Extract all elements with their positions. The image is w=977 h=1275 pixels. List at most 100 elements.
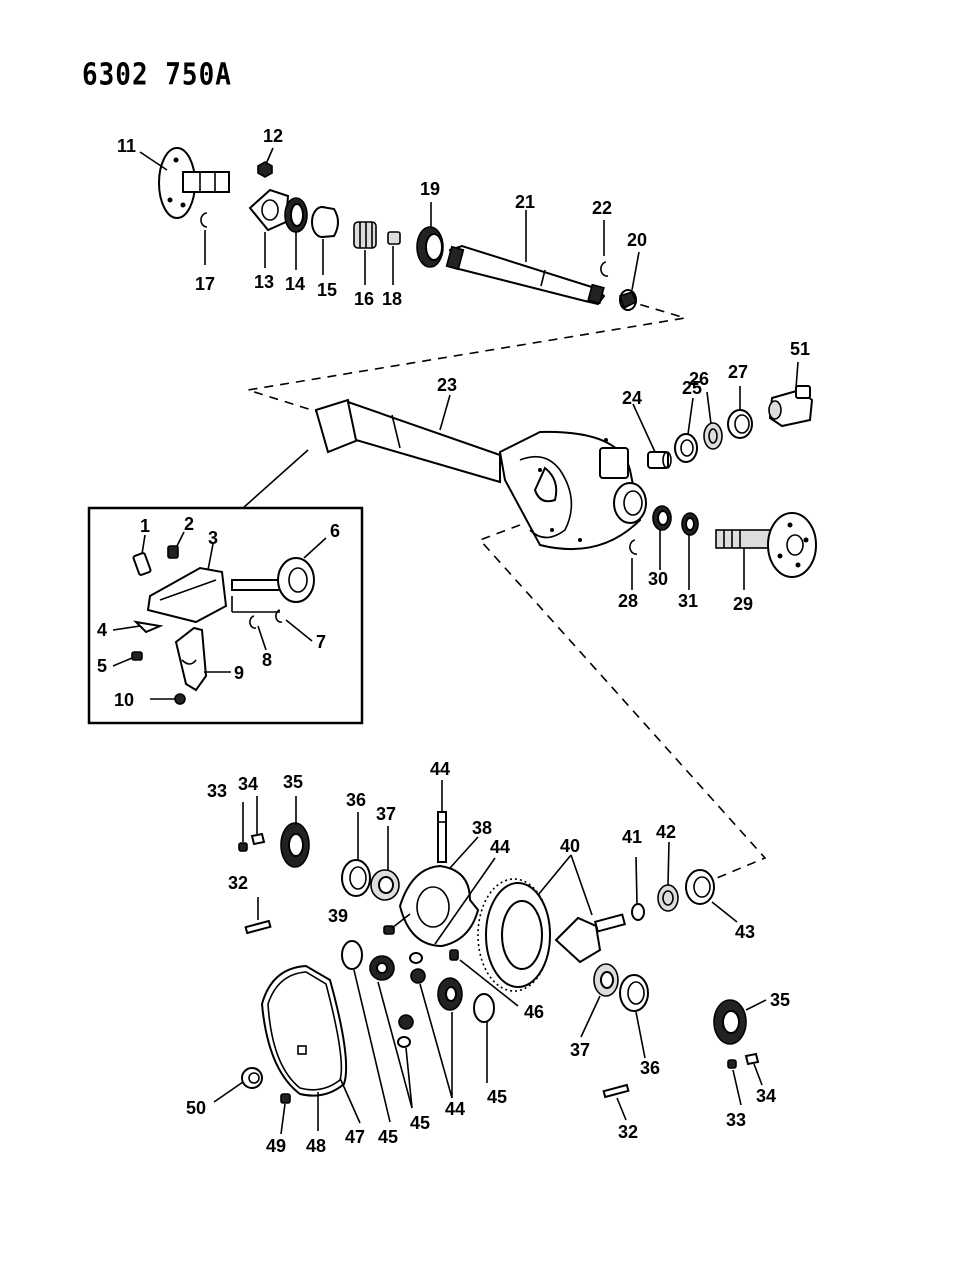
part-39-bolt	[383, 925, 395, 935]
callout-34: 34	[238, 774, 258, 794]
callout-44b: 44	[490, 837, 510, 857]
callout-39: 39	[328, 906, 348, 926]
inset-panel	[87, 449, 364, 725]
callout-4: 4	[97, 620, 107, 640]
part-36-cup-b	[619, 974, 649, 1012]
callout-32: 32	[228, 873, 248, 893]
part-25-washer	[674, 433, 698, 463]
part-24-bushing	[647, 451, 672, 469]
callout-48: 48	[306, 1136, 326, 1156]
callout-41: 41	[622, 827, 642, 847]
part-6-shift-shaft	[231, 557, 315, 603]
callout-33: 33	[207, 781, 227, 801]
callout-40: 40	[560, 836, 580, 856]
part-31-bearing	[681, 512, 699, 536]
part-44-pinion-shaft	[437, 811, 447, 863]
callout-18: 18	[382, 289, 402, 309]
stub-axle-parts	[629, 505, 817, 578]
callout-5: 5	[97, 656, 107, 676]
callout-33b: 33	[726, 1110, 746, 1130]
callout-42: 42	[656, 822, 676, 842]
part-44-side-gear-b	[437, 977, 463, 1011]
part-27-bearing-cup	[727, 409, 753, 439]
part-30-seal	[652, 505, 672, 531]
part-33-bolt-a	[238, 842, 248, 852]
callout-36b: 36	[640, 1058, 660, 1078]
part-42-bearing	[657, 884, 679, 912]
callout-43: 43	[735, 922, 755, 942]
callout-35: 35	[283, 772, 303, 792]
part-40-ring-and-pinion	[477, 878, 627, 992]
callout-37b: 37	[570, 1040, 590, 1060]
callout-14: 14	[285, 274, 305, 294]
part-19-gear	[416, 226, 444, 268]
part-41-shim	[631, 903, 645, 921]
callout-7: 7	[316, 632, 326, 652]
axle-shaft-assembly	[158, 147, 638, 311]
part-14-seal	[284, 197, 308, 233]
part-10-nut	[174, 693, 186, 705]
part-13-retainer-plate	[248, 188, 290, 232]
part-33-bolt-b	[727, 1059, 737, 1069]
callout-numbers: 1 2 3 4 5 6 7 8 9 10 11 12 13 14 15 16 1…	[97, 126, 810, 1156]
callout-28: 28	[618, 591, 638, 611]
part-50-plug	[241, 1067, 263, 1089]
callout-45b: 45	[378, 1127, 398, 1147]
callout-50: 50	[186, 1098, 206, 1118]
callout-8: 8	[262, 650, 272, 670]
callout-23: 23	[437, 375, 457, 395]
callout-31: 31	[678, 591, 698, 611]
part-9-shift-fork	[174, 626, 208, 692]
callout-6: 6	[330, 521, 340, 541]
callout-49: 49	[266, 1136, 286, 1156]
part-45-washer-b	[409, 952, 423, 964]
part-37-bearing-a	[370, 869, 400, 901]
callout-25: 25	[682, 378, 702, 398]
callout-45a: 45	[410, 1113, 430, 1133]
part-46-bolt	[449, 949, 459, 961]
callout-16: 16	[354, 289, 374, 309]
callout-1: 1	[140, 516, 150, 536]
callout-29: 29	[733, 594, 753, 614]
part-17-retainer-clip	[200, 212, 208, 228]
callout-51: 51	[790, 339, 810, 359]
leader-lines	[112, 147, 799, 1135]
part-37-bearing-b	[593, 963, 619, 997]
callout-9: 9	[234, 663, 244, 683]
part-1-switch	[132, 552, 152, 576]
part-36-cup-a	[341, 859, 371, 897]
part-5-screw	[131, 651, 143, 661]
callout-24: 24	[622, 388, 642, 408]
part-26-bearing	[703, 422, 723, 450]
callout-44a: 44	[430, 759, 450, 779]
callout-13: 13	[254, 272, 274, 292]
part-15-bearing-cup	[311, 206, 339, 238]
callout-38: 38	[472, 818, 492, 838]
part-34-lock-b	[744, 1052, 760, 1066]
part-20-bushing	[618, 289, 638, 311]
callout-17: 17	[195, 274, 215, 294]
callout-26: 26	[689, 369, 709, 389]
part-3-shift-housing	[146, 566, 228, 624]
callout-2: 2	[184, 514, 194, 534]
dashed-connectors	[247, 299, 767, 881]
part-2-fitting	[167, 545, 179, 559]
part-16-bearing	[353, 221, 377, 249]
callout-36: 36	[346, 790, 366, 810]
part-11-axle-flange	[158, 147, 230, 219]
callout-15: 15	[317, 280, 337, 300]
differential-assembly	[238, 811, 760, 1104]
part-28-snap-ring	[629, 539, 638, 555]
part-35-adjuster-a	[280, 822, 310, 868]
part-8-clip	[249, 615, 257, 629]
pinion-input-parts	[647, 385, 814, 469]
part-12-bolt	[257, 161, 273, 178]
part-43-cup	[685, 869, 715, 905]
part-44-pinion-gear-a	[410, 968, 426, 984]
callout-21: 21	[515, 192, 535, 212]
part-45-washer-a	[341, 940, 363, 970]
callout-3: 3	[208, 528, 218, 548]
callout-20: 20	[627, 230, 647, 250]
part-35-adjuster-b	[713, 999, 747, 1045]
